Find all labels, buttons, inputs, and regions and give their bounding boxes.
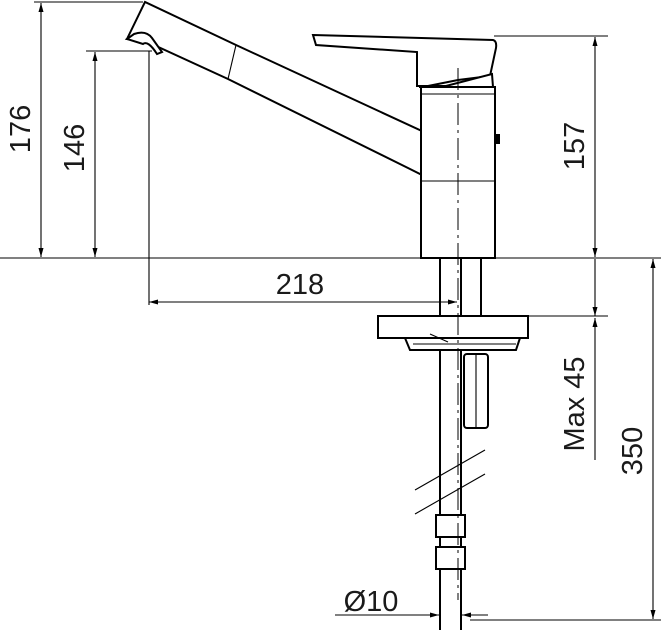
pipe-fitting-lower <box>435 546 466 570</box>
lever-handle <box>311 33 498 87</box>
spray-head-tip <box>124 31 164 56</box>
dim-157-label: 157 <box>559 122 591 170</box>
dim-176-label: 176 <box>5 105 37 153</box>
mounting-bracket-slant <box>429 333 449 343</box>
dim-146-label: 146 <box>59 124 91 172</box>
pipe-break-line-2 <box>414 473 486 515</box>
spout-arm <box>125 0 425 178</box>
spout-arm-joint <box>227 44 237 80</box>
faucet-drawing <box>124 0 529 630</box>
pipe-break-line-1 <box>414 449 486 491</box>
side-button <box>495 134 500 144</box>
pipe-fitting-upper <box>435 514 466 538</box>
dim-max45-label: Max 45 <box>559 356 591 451</box>
dim-218-label: 218 <box>276 269 324 301</box>
lever-cartridge <box>419 72 495 88</box>
mounting-plate <box>377 315 529 339</box>
dim-diameter-label: Ø10 <box>344 586 399 618</box>
dim-350-label: 350 <box>617 427 649 475</box>
